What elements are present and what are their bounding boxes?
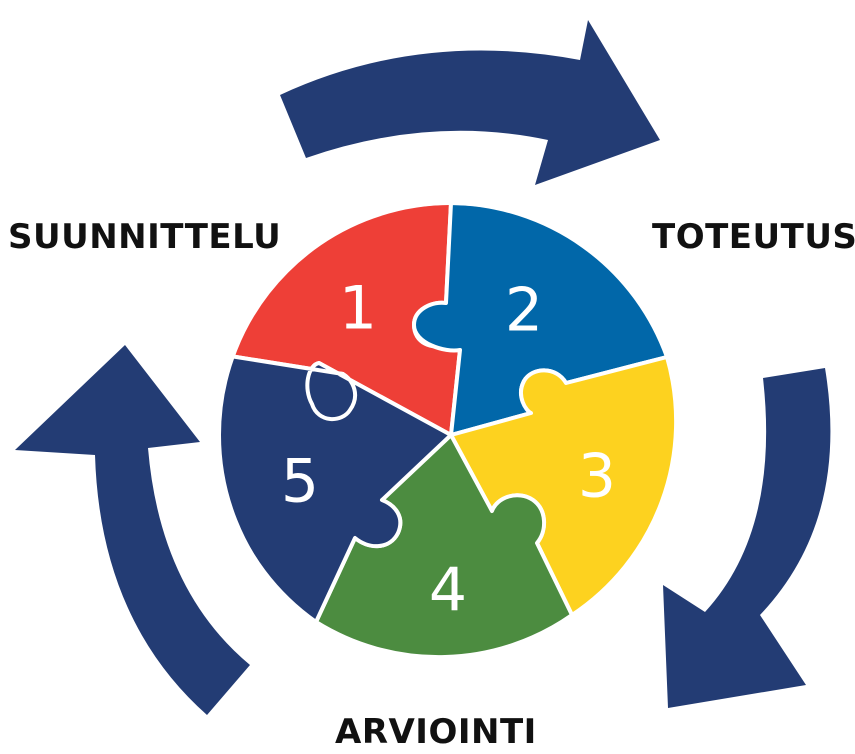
label-evaluation: ARVIOINTI	[335, 712, 537, 752]
piece-number-3: 3	[578, 442, 616, 512]
piece-number-1: 1	[339, 274, 377, 344]
piece-number-2: 2	[505, 276, 543, 346]
piece-number-4: 4	[429, 556, 467, 626]
puzzle-outline	[217, 201, 685, 669]
arrow-left	[15, 345, 250, 715]
label-planning: SUUNNITTELU	[8, 217, 282, 257]
puzzle-circle: 1 2 3 4 5	[215, 200, 685, 669]
piece-number-5: 5	[281, 447, 319, 517]
label-implementation: TOTEUTUS	[652, 217, 855, 257]
arrow-right	[663, 368, 831, 708]
arrow-top	[280, 20, 660, 185]
